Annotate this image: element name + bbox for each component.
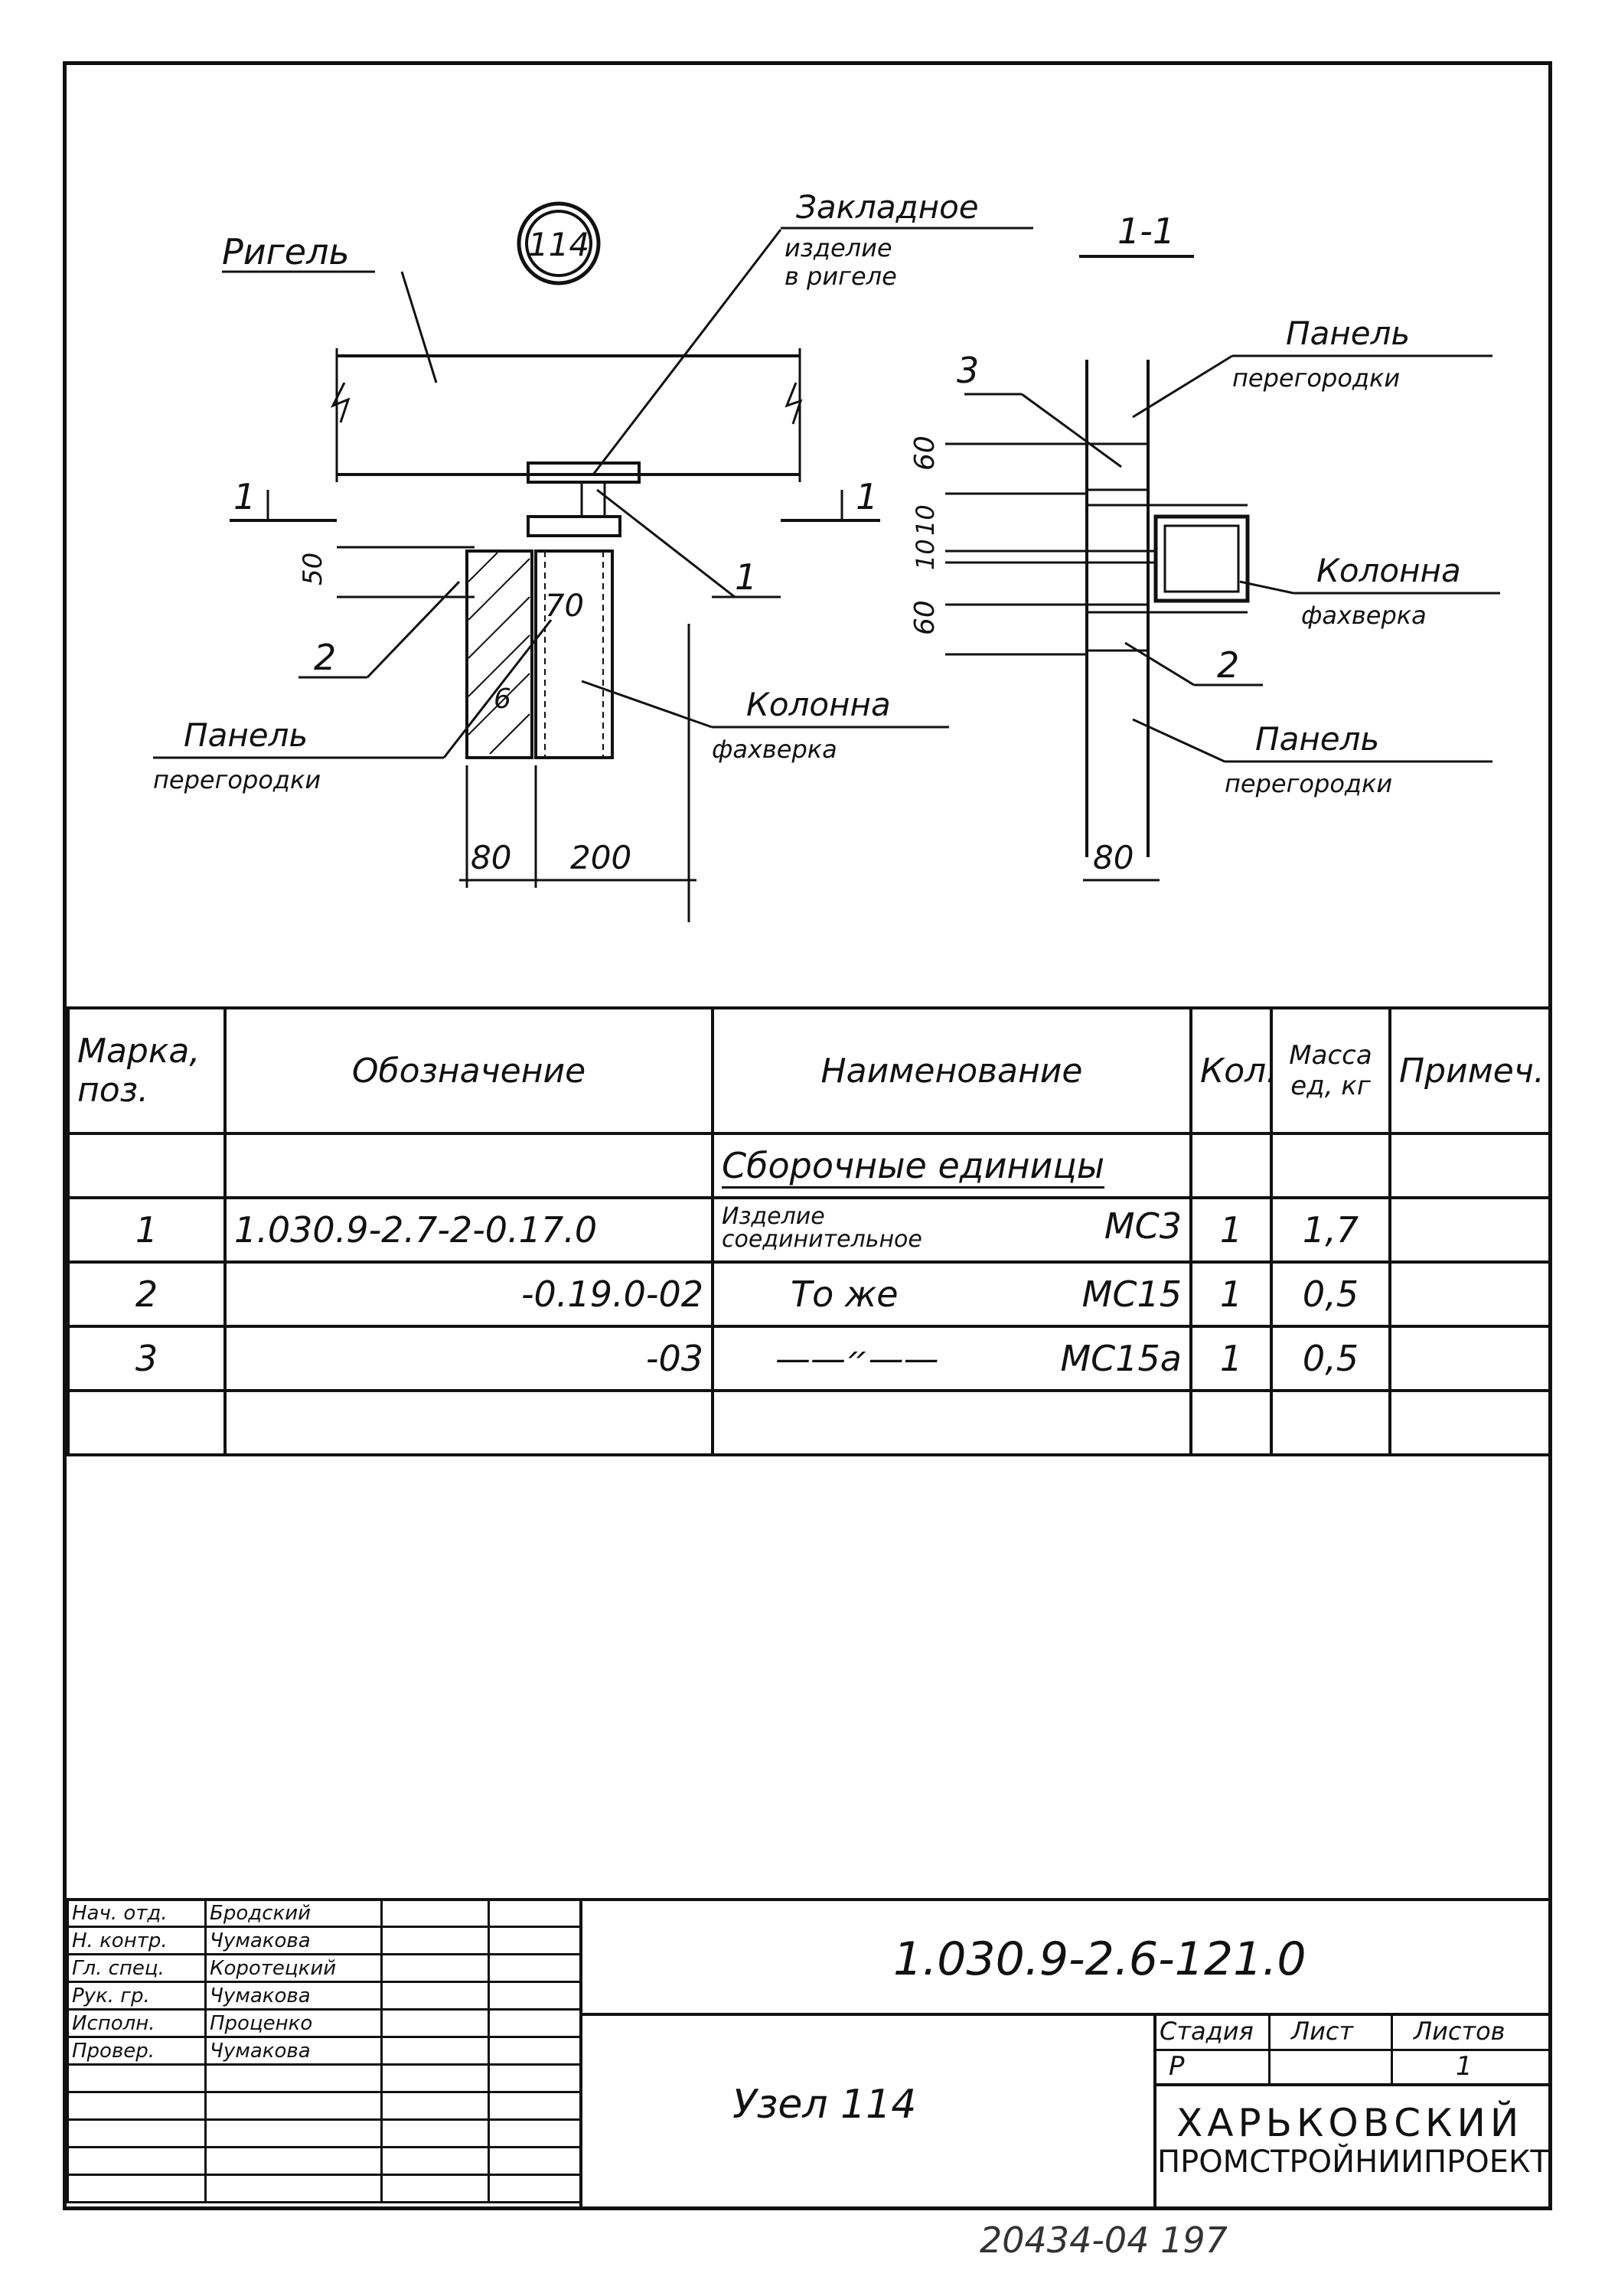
- column-left-label-1: Колонна: [746, 686, 891, 723]
- row-designation: 1.030.9-2.7-2-0.17.0: [223, 1196, 714, 1264]
- column-left: [534, 550, 614, 759]
- org-name-2: ПРОМСТРОЙНИИПРОЕКТ: [1157, 2144, 1549, 2180]
- column-right-label-2: фахверка: [1301, 601, 1427, 630]
- dim-60-top: 60: [909, 435, 941, 471]
- stage-label: Стадия: [1160, 2017, 1254, 2046]
- panel-right-top-label-1: Панель: [1286, 315, 1410, 352]
- node-drawing: 114 Ригель Закладное изделие в ригеле 1 …: [153, 188, 1500, 922]
- row-mass: 0,5: [1270, 1261, 1391, 1328]
- callout-right-2: 2: [1217, 644, 1239, 686]
- signer-row: Гл. спец.Коротецкий: [67, 1953, 582, 1983]
- header-note: Примеч.: [1388, 1006, 1551, 1135]
- row-mass: 0,5: [1270, 1325, 1391, 1392]
- callout-right-3: 3: [957, 350, 979, 391]
- panel-right-top-label-2: перегородки: [1232, 364, 1400, 393]
- signer-row: Н. контр.Чумакова: [67, 1926, 582, 1955]
- panel-left-label-2: перегородки: [153, 765, 321, 794]
- section-title: Сборочные единицы: [711, 1132, 1192, 1199]
- dim-80-left: 80: [471, 839, 511, 876]
- signer-row: Провер.Чумакова: [67, 2036, 582, 2066]
- table-row: Сборочные единицы: [67, 1132, 1551, 1199]
- header-qty: Кол.: [1189, 1006, 1273, 1135]
- column-left-label-2: фахверка: [712, 735, 837, 764]
- table-row: 3 -03 ——״—— МС15а 1 0,5: [67, 1325, 1551, 1392]
- row-qty: 1: [1189, 1196, 1273, 1264]
- row-qty: 1: [1189, 1261, 1273, 1328]
- embedded-label-2: изделие: [785, 233, 892, 263]
- panel-left-label-1: Панель: [184, 716, 308, 754]
- panel-left: [465, 550, 533, 759]
- rigel-label: Ригель: [222, 231, 350, 272]
- sheets-label: Листов: [1414, 2017, 1505, 2046]
- signer-row: Исполн.Проценко: [67, 2008, 582, 2038]
- dim-50: 50: [298, 553, 328, 585]
- spec-header-row: Марка,поз. Обозначение Наименование Кол.…: [67, 1006, 1551, 1135]
- dim-200: 200: [570, 839, 631, 876]
- signer-row: Нач. отд.Бродский: [67, 1898, 582, 1928]
- dim-70: 70: [545, 589, 584, 624]
- drawing-frame: [63, 61, 1552, 2210]
- dim-60-bottom: 60: [909, 600, 941, 635]
- header-mark: Марка,поз.: [67, 1006, 227, 1135]
- table-row: 2 -0.19.0-02 То же МС15 1 0,5: [67, 1261, 1551, 1328]
- section-label: 1-1: [1117, 210, 1175, 252]
- embedded-label-1: Закладное: [796, 188, 979, 226]
- stage-value: Р: [1169, 2051, 1185, 2082]
- panel-right-bottom-label-2: перегородки: [1225, 769, 1392, 798]
- footer-number: 20434-04 197: [980, 2219, 1228, 2261]
- dim-10-a: 10: [911, 504, 940, 536]
- row-pos: 2: [67, 1261, 227, 1328]
- sheets-value: 1: [1456, 2051, 1473, 2082]
- drawing-title: Узел 114: [732, 2082, 917, 2128]
- node-number: 114: [528, 226, 589, 263]
- dim-80-right: 80: [1093, 839, 1134, 876]
- row-designation: -0.19.0-02: [223, 1261, 714, 1328]
- row-mass: 1,7: [1270, 1196, 1391, 1264]
- column-section: [1153, 514, 1250, 603]
- signer-row: Рук. гр.Чумакова: [67, 1981, 582, 2011]
- callout-left-2: 2: [314, 637, 336, 678]
- row-name: То же МС15: [711, 1261, 1192, 1328]
- row-qty: 1: [1189, 1325, 1273, 1392]
- section-mark-right: 1: [856, 476, 878, 517]
- node-circle: [517, 201, 601, 285]
- header-designation: Обозначение: [223, 1006, 714, 1135]
- title-block: Нач. отд.Бродский Н. контр.Чумакова Гл. …: [67, 1898, 1549, 2206]
- row-pos: 3: [67, 1325, 227, 1392]
- callout-left-1: 1: [735, 556, 757, 598]
- section-mark-left: 1: [233, 476, 256, 517]
- panel-right-bottom-label-1: Панель: [1255, 720, 1379, 758]
- embedded-label-3: в ригеле: [785, 262, 897, 291]
- document-code: 1.030.9-2.6-121.0: [893, 1932, 1306, 1986]
- table-row: [67, 1389, 1551, 1456]
- spec-table: Марка,поз. Обозначение Наименование Кол.…: [67, 1006, 1551, 1456]
- org-name-1: ХАРЬКОВСКИЙ: [1176, 2101, 1524, 2145]
- row-name: ——״—— МС15а: [711, 1325, 1192, 1392]
- row-pos: 1: [67, 1196, 227, 1264]
- column-right-label-1: Колонна: [1316, 552, 1461, 589]
- dim-6: 6: [494, 683, 511, 715]
- row-designation: -03: [223, 1325, 714, 1392]
- signers-grid: Нач. отд.Бродский Н. контр.Чумакова Гл. …: [67, 1898, 582, 2206]
- header-name: Наименование: [711, 1006, 1192, 1135]
- sheet-label: Лист: [1291, 2017, 1354, 2046]
- dim-10-b: 10: [911, 539, 940, 570]
